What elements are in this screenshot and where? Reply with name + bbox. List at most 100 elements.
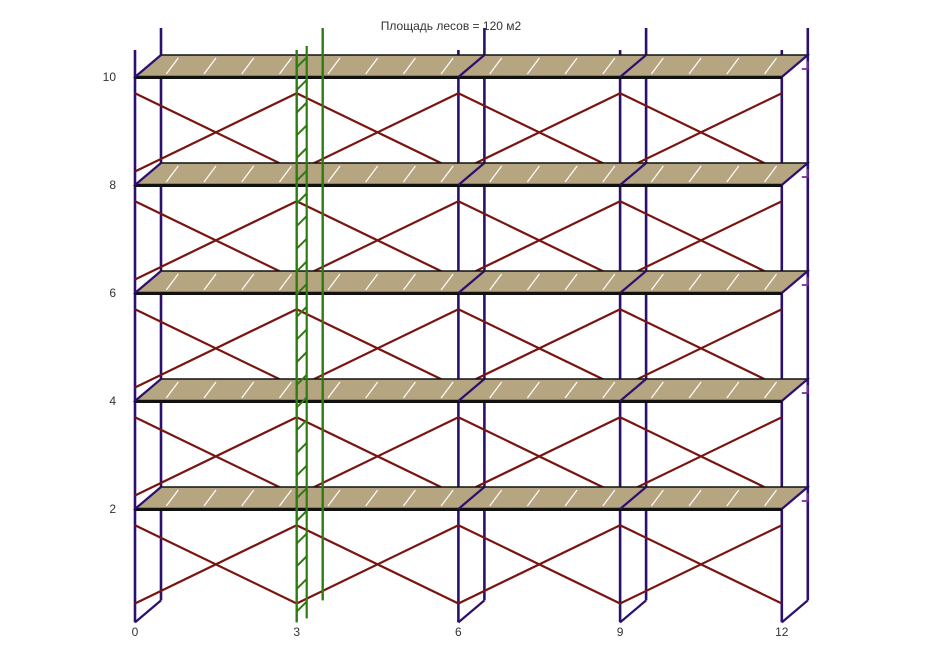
end-bracket	[801, 169, 809, 178]
cross-brace	[134, 524, 298, 605]
deck-board-mark	[241, 165, 255, 183]
deck-board-mark	[440, 57, 454, 75]
deck-board-mark	[764, 489, 778, 507]
ladder-rung	[295, 283, 308, 295]
deck-depth-link	[619, 270, 647, 294]
deck-board-mark	[440, 273, 454, 291]
deck-board-mark	[726, 273, 740, 291]
x-tick-label: 0	[132, 625, 139, 639]
ladder-rung	[295, 464, 308, 477]
ladder-rung	[295, 555, 308, 567]
deck-depth-link	[134, 486, 162, 510]
ladder-rung	[295, 124, 308, 137]
deck-board-mark	[489, 489, 503, 507]
ladder-rung	[295, 306, 308, 318]
deck-board-mark	[440, 381, 454, 399]
deck-board-mark	[278, 57, 292, 75]
deck-board-mark	[241, 57, 255, 75]
cross-brace	[457, 200, 621, 281]
deck-board-mark	[278, 165, 292, 183]
brace-layer	[134, 92, 783, 605]
ladder-rung	[295, 238, 308, 250]
deck-depth-link	[134, 378, 162, 402]
cross-brace	[134, 416, 298, 497]
y-tick-label: 4	[109, 394, 116, 408]
deck-board-mark	[726, 165, 740, 183]
ladder-rung	[295, 215, 308, 227]
cross-brace	[619, 524, 783, 605]
end-bracket	[801, 61, 809, 70]
deck-board-mark	[327, 165, 341, 183]
ladder-rung	[295, 101, 308, 114]
deck-board-mark	[489, 57, 503, 75]
cross-brace	[619, 200, 783, 281]
ladder-rung	[295, 260, 308, 273]
deck-board-mark	[764, 381, 778, 399]
x-tick-label: 9	[617, 625, 624, 639]
deck-board-mark	[650, 57, 664, 75]
y-tick-label: 10	[103, 70, 117, 84]
deck-board-mark	[402, 165, 416, 183]
deck-board-mark	[278, 273, 292, 291]
base-link	[134, 599, 162, 624]
deck-board-mark	[327, 489, 341, 507]
deck-board-mark	[203, 57, 217, 75]
end-bracket	[801, 493, 809, 502]
cross-brace	[457, 308, 621, 389]
deck-board-mark	[165, 57, 179, 75]
end-bracket	[801, 385, 809, 394]
deck-depth-link	[457, 54, 486, 78]
base-link	[781, 599, 809, 624]
deck-board-mark	[203, 273, 217, 291]
deck-board-mark	[764, 273, 778, 291]
ladder-rung	[295, 79, 308, 91]
deck-board-mark	[602, 273, 616, 291]
ladder-rung	[295, 419, 308, 431]
deck-board-mark	[365, 381, 379, 399]
deck-board-mark	[688, 489, 702, 507]
deck-board-mark	[688, 381, 702, 399]
deck-depth-link	[619, 54, 647, 78]
deck-board-mark	[241, 381, 255, 399]
x-tick-label: 3	[293, 625, 300, 639]
deck-board-mark	[489, 165, 503, 183]
deck-board-mark	[650, 489, 664, 507]
deck-board-mark	[564, 165, 578, 183]
deck-depth-link	[619, 486, 647, 510]
ladder-rung	[295, 442, 308, 454]
deck-board-mark	[241, 273, 255, 291]
deck-board-mark	[440, 165, 454, 183]
cross-brace	[619, 308, 783, 389]
base-link	[619, 599, 647, 624]
deck-board-mark	[402, 273, 416, 291]
deck-board-mark	[402, 381, 416, 399]
end-bracket	[801, 277, 809, 286]
ladder-rung	[295, 147, 308, 159]
y-tick-label: 8	[109, 178, 116, 192]
deck-board-mark	[526, 57, 540, 75]
cross-brace	[457, 416, 621, 497]
deck-board-mark	[526, 273, 540, 291]
cross-brace	[619, 416, 783, 497]
x-tick-label: 6	[455, 625, 462, 639]
deck-board-mark	[278, 381, 292, 399]
deck-board-mark	[203, 381, 217, 399]
deck-board-mark	[526, 489, 540, 507]
ladder-rung	[295, 600, 308, 613]
deck-board-mark	[526, 381, 540, 399]
deck-board-mark	[165, 273, 179, 291]
deck-board-mark	[602, 165, 616, 183]
deck-board-mark	[402, 489, 416, 507]
deck-depth-link	[457, 486, 486, 510]
ladder-rung	[295, 532, 308, 545]
deck-depth-link	[781, 270, 809, 294]
deck-board-mark	[726, 489, 740, 507]
deck-board-mark	[365, 165, 379, 183]
cross-brace	[134, 92, 298, 173]
deck-board-mark	[564, 381, 578, 399]
deck-board-mark	[327, 381, 341, 399]
deck-depth-link	[619, 378, 647, 402]
deck-board-mark	[726, 57, 740, 75]
deck-board-mark	[489, 273, 503, 291]
